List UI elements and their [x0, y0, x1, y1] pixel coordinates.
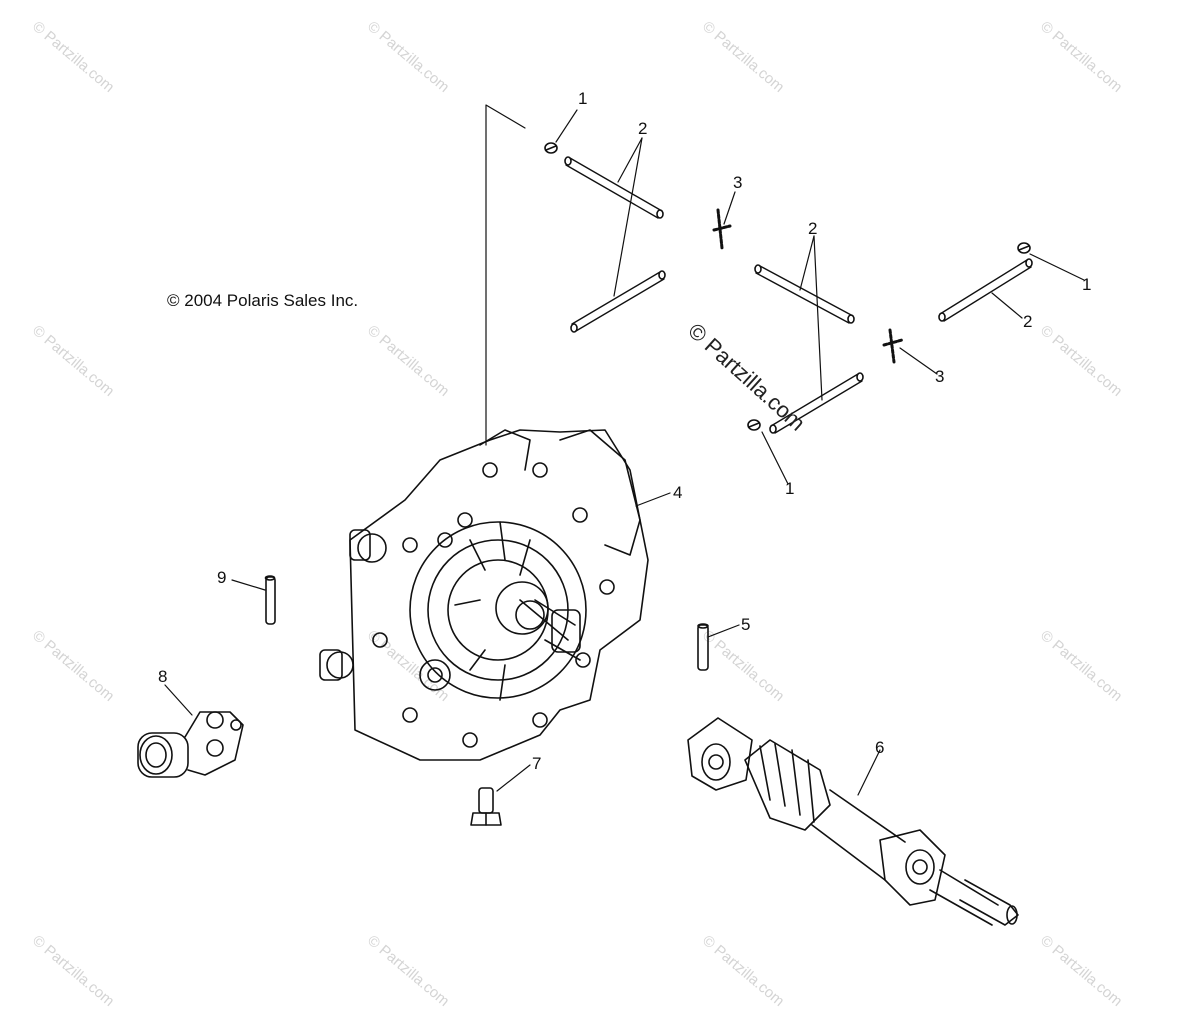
bolt-icon: [470, 787, 502, 826]
nut-icon: [1017, 242, 1031, 254]
gearcase-icon: [319, 429, 649, 761]
callout-label: 4: [673, 483, 682, 502]
nut-icon: [747, 419, 761, 431]
tee-fitting-icon: [712, 208, 732, 250]
callout-label: 5: [741, 615, 750, 634]
leader-lines: [164, 109, 1085, 796]
callout-label: 8: [158, 667, 167, 686]
callout-label: 1: [785, 479, 794, 498]
callout-label: 3: [733, 173, 742, 192]
callout-label: 1: [1082, 275, 1091, 294]
drive-shaft-icon: [687, 717, 1019, 926]
bracket-line: [485, 104, 526, 446]
tee-fitting-icon: [882, 328, 904, 364]
tube-icon: [564, 156, 664, 219]
callout-label: 9: [217, 568, 226, 587]
callout-label: 2: [1023, 312, 1032, 331]
callout-label: 3: [935, 367, 944, 386]
callout-label: 6: [875, 738, 884, 757]
callout-label: 2: [808, 219, 817, 238]
tube-icon: [938, 258, 1033, 322]
callout-label: 1: [578, 89, 587, 108]
tube-icon: [754, 264, 855, 324]
pin-icon: [697, 623, 709, 671]
callout-label: 7: [532, 754, 541, 773]
nut-icon: [544, 142, 558, 154]
u-joint-yoke-icon: [137, 711, 244, 778]
callout-label: 2: [638, 119, 647, 138]
tube-icon: [570, 270, 666, 333]
tube-icon: [769, 372, 864, 434]
copyright-text: © 2004 Polaris Sales Inc.: [167, 291, 359, 310]
pin-icon: [264, 575, 276, 625]
